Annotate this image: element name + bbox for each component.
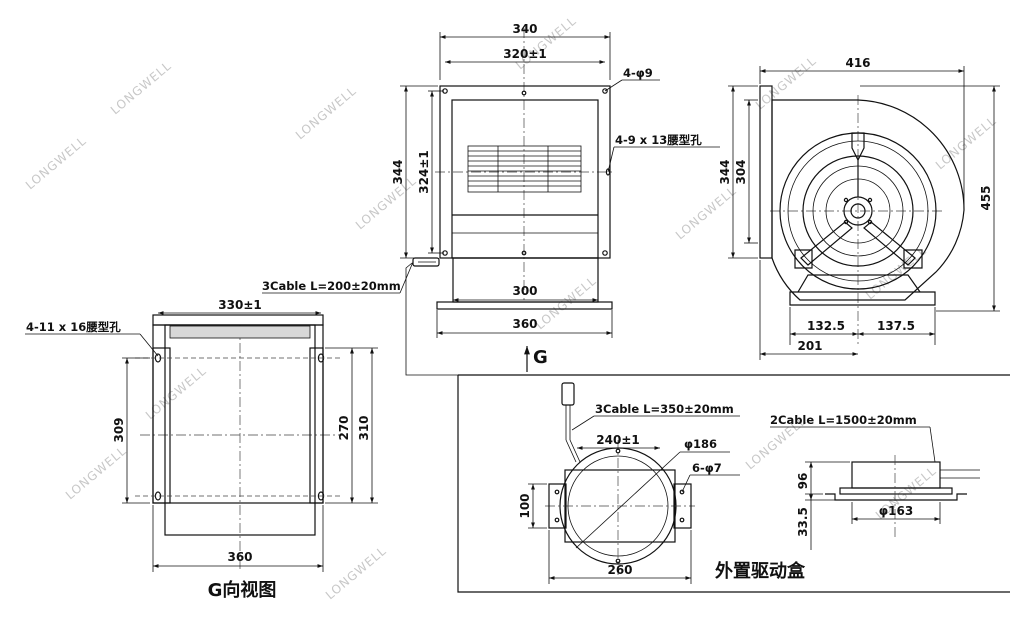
dim-g-360: 360 — [227, 550, 252, 564]
label-drive-cable-in: 3Cable L=350±20mm — [595, 402, 734, 416]
watermark-text: LONGWELL — [108, 58, 174, 117]
dim-front-300: 300 — [512, 284, 537, 298]
dim-g-330: 330±1 — [218, 298, 261, 312]
dim-g-310: 310 — [357, 415, 371, 440]
label-drive-holes: 6-φ7 — [692, 461, 722, 475]
watermark-layer: LONGWELL LONGWELL LONGWELL LONGWELL LONG… — [23, 13, 999, 602]
label-g-slots: 4-11 x 16腰型孔 — [26, 320, 121, 334]
label-drive-cable-out: 2Cable L=1500±20mm — [770, 413, 917, 427]
dim-side-344: 344 — [718, 159, 732, 184]
watermark-text: LONGWELL — [323, 543, 389, 602]
dim-front-360: 360 — [512, 317, 537, 331]
dim-side-455: 455 — [979, 185, 993, 210]
drive-box-title: 外置驱动盒 — [715, 560, 806, 582]
drive-box-panel: 3Cable L=350±20mm 240±1 φ186 6-φ7 100 — [457, 374, 1010, 593]
dim-drive-335: 33.5 — [796, 507, 810, 537]
dim-front-344: 344 — [391, 159, 405, 184]
watermark-text: LONGWELL — [293, 83, 359, 142]
dim-front-324: 324±1 — [417, 150, 431, 193]
g-direction-view: 4-11 x 16腰型孔 330±1 309 270 310 360 G向视图 — [25, 298, 378, 601]
dim-front-320: 320±1 — [503, 47, 546, 61]
watermark-text: LONGWELL — [63, 443, 129, 502]
dim-side-416: 416 — [845, 56, 870, 70]
dim-front-340: 340 — [512, 22, 537, 36]
dim-g-270: 270 — [337, 415, 351, 440]
watermark-text: LONGWELL — [23, 133, 89, 192]
label-front-holes: 4-φ9 — [623, 66, 653, 80]
view-marker-g: G — [533, 347, 548, 368]
fan-blades — [468, 146, 581, 192]
front-view: 340 320±1 4-φ9 4-9 x 13腰型孔 344 324±1 3Ca… — [262, 22, 720, 376]
dim-side-1375: 137.5 — [877, 319, 915, 333]
dim-drive-100: 100 — [518, 493, 532, 518]
watermark-text: LONGWELL — [933, 113, 999, 172]
label-front-slots: 4-9 x 13腰型孔 — [615, 133, 702, 147]
watermark-text: LONGWELL — [863, 243, 929, 302]
dim-side-201: 201 — [797, 339, 822, 353]
watermark-text: LONGWELL — [753, 53, 819, 112]
dim-side-304: 304 — [734, 159, 748, 184]
watermark-text: LONGWELL — [673, 183, 739, 242]
label-drive-diameter: φ186 — [684, 437, 717, 451]
dim-drive-240: 240±1 — [596, 433, 639, 447]
watermark-text: LONGWELL — [533, 273, 599, 332]
dim-drive-260: 260 — [607, 563, 632, 577]
dim-drive-163: φ163 — [879, 504, 913, 518]
dim-drive-96: 96 — [796, 473, 810, 490]
label-front-cable: 3Cable L=200±20mm — [262, 279, 401, 293]
dim-side-1325: 132.5 — [807, 319, 845, 333]
g-view-title: G向视图 — [208, 579, 277, 601]
watermark-text: LONGWELL — [353, 173, 419, 232]
dim-g-309: 309 — [112, 417, 126, 442]
side-view: 416 455 344 304 132.5 137.5 201 — [718, 56, 1000, 360]
